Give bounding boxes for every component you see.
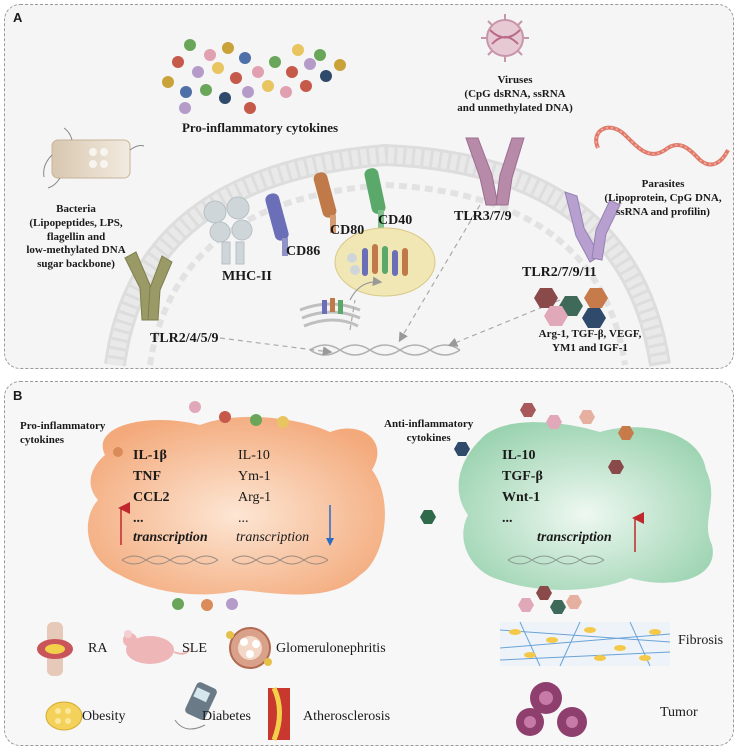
anti-cytokines-label: Anti-inflammatory cytokines [384,418,473,446]
m2-macrophage-cell [458,422,713,590]
parasite-icon [594,125,730,167]
m2-upregulated-list: IL-10 TGF-β Wnt-1 ... [502,445,543,529]
tlr2-7911-label: TLR2/7/9/11 [522,265,597,280]
m1-macrophage-cell [87,416,385,595]
m2-up-item: TGF-β [502,469,543,484]
secreted-factor-hexagons [534,288,608,328]
m2-transcription-up: transcription [537,530,612,545]
artery-plaque-icon [268,686,290,741]
m1-down-arrow [326,505,334,546]
ra-label: RA [88,641,108,656]
tlr3-receptor [465,137,525,206]
tumor-cells-icon [516,682,587,737]
fibrosis-label: Fibrosis [678,633,724,648]
bacteria-label-line: Bacteria [56,203,96,215]
atherosclerosis-label: Atherosclerosis [303,709,391,724]
cd40-label: CD40 [378,213,413,228]
cell-membrane [104,143,671,367]
fibrosis-tissue-icon [499,621,671,667]
mouse-icon [123,630,191,664]
m1-transcription-up: transcription [133,530,208,545]
tlr3-signal-arrow [398,204,481,343]
m1-down-item: IL-10 [238,448,270,463]
panel-b-label: B [13,388,23,403]
sle-label: SLE [182,641,207,656]
obesity-label: Obesity [82,709,126,724]
knee-joint-icon [37,622,73,676]
anti-title-line: cytokines [406,431,451,444]
pro-title-line: cytokines [20,433,64,446]
dna-helix [309,344,461,356]
adipocyte-icon [45,701,83,731]
m2-up-item: IL-10 [502,448,536,463]
endosome-vesicle [334,227,436,297]
tlr3-label: TLR3/7/9 [454,209,512,224]
m1-up-item: IL-1β [133,448,167,463]
cd86-receptor [265,193,289,256]
anti-cytokine-hexagons [420,403,634,614]
secreted-factors-label: Arg-1, TGF-β, VEGF, YM1 and IGF-1 [515,328,665,356]
bacterium-icon [43,127,145,189]
m1-upregulated-list: IL-1β TNF CCL2 ... [133,445,170,529]
cytokine-cluster [162,39,346,114]
cd86-label: CD86 [286,244,321,259]
m2-dna [507,555,605,565]
pro-cytokine-dots [113,401,289,611]
cd80-label: CD80 [330,223,365,238]
m1-down-item: Ym-1 [238,469,271,484]
tumor-label: Tumor [660,705,698,720]
m1-down-item: Arg-1 [238,490,272,505]
kidney-glomerulus-icon [226,627,272,669]
parasites-label-line: (Lipoprotein, CpG DNA, [604,191,722,204]
m1-down-item: ... [238,511,249,526]
virus-label-line: (CpG dsRNA, ssRNA [464,87,566,100]
m1-up-item: CCL2 [133,490,170,505]
vesicle-arrow [349,276,383,301]
m2-up-item: ... [502,511,513,526]
bacteria-label: Bacteria (Lipopeptides, LPS, flagellin a… [8,203,144,272]
glomerulonephritis-label: Glomerulonephritis [276,641,386,656]
panel-a-label: A [13,10,23,25]
m1-dna-right [231,555,329,565]
m1-downregulated-list: IL-10 Ym-1 Arg-1 ... [238,445,271,529]
mhc-ii-label: MHC-II [222,269,272,284]
m1-transcription-down: transcription [236,530,310,545]
factors-line: Arg-1, TGF-β, VEGF, [538,328,642,340]
bacteria-label-line: flagellin and [46,230,106,243]
bacteria-label-line: sugar backbone) [37,258,115,270]
bacteria-label-line: low-methylated DNA [26,244,126,257]
diabetes-label: Diabetes [202,709,251,724]
m1-dna-left [121,555,219,565]
pro-title-line: Pro-inflammatory [20,420,106,432]
pro-cytokines-b-label: Pro-inflammatory cytokines [20,420,105,448]
virus-icon [481,14,529,62]
bacteria-label-line: (Lipopeptides, LPS, [29,216,123,229]
m2-up-item: Wnt-1 [502,490,541,505]
virus-label-line: Viruses [497,74,533,86]
glucometer-icon [174,682,217,730]
tlr2-signal-arrow [219,337,333,356]
pro-cytokines-label: Pro-inflammatory cytokines [181,120,339,135]
tlr2-459-receptor [124,251,173,321]
factors-line: YM1 and IGF-1 [552,341,628,354]
tlr2-7911-receptor [564,191,621,263]
mhc-ii-receptor [203,196,253,265]
cd80-receptor [313,172,337,233]
parasites-label: Parasites (Lipoprotein, CpG DNA, ssRNA a… [592,178,734,219]
tlr2-459-label: TLR2/4/5/9 [150,331,219,346]
parasites-label-line: Parasites [641,178,685,190]
golgi-stack [299,298,361,328]
m1-up-item: ... [133,511,144,526]
virus-label: Viruses (CpG dsRNA, ssRNA and unmethylat… [430,74,600,115]
virus-label-line: and unmethylated DNA) [457,101,573,114]
m1-up-item: TNF [133,469,161,484]
anti-title-line: Anti-inflammatory [384,418,474,430]
cd40-receptor [364,168,386,228]
parasites-label-line: ssRNA and profilin) [616,205,710,218]
